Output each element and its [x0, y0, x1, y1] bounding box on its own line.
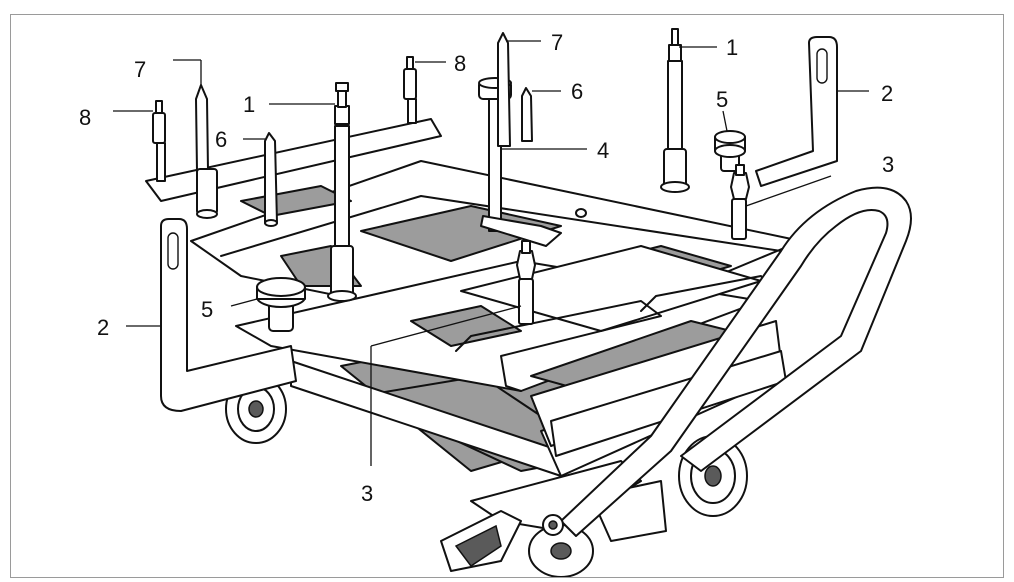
callout-6-left: 6 [215, 127, 227, 152]
pin-1-left [327, 82, 357, 302]
callout-7-right: 7 [551, 30, 563, 55]
pin-8-left [152, 100, 166, 182]
clamp-pin-3-right [730, 164, 750, 240]
clamp-pin-3-center [516, 240, 536, 325]
side-frame-left [160, 218, 297, 412]
callout-4: 4 [597, 138, 609, 163]
callout-6-right: 6 [571, 79, 583, 104]
push-handle [542, 186, 912, 537]
callout-3-bottom: 3 [361, 481, 373, 506]
trolley-diagram: 1 1 2 2 3 3 4 5 5 6 6 7 7 8 8 [79, 28, 912, 577]
wheel-front [528, 524, 594, 577]
knob-5-right [714, 130, 746, 172]
callout-5-right: 5 [716, 87, 728, 112]
pin-7-right [497, 32, 511, 147]
pin-6-left [264, 132, 278, 227]
pin-1-right [660, 28, 690, 193]
pin-7-left [195, 84, 218, 219]
side-frame-right [755, 36, 838, 187]
callout-5-left: 5 [201, 297, 213, 322]
callout-2-right: 2 [881, 81, 893, 106]
pin-8-right [403, 56, 417, 124]
callout-1-left: 1 [243, 92, 255, 117]
callout-7-left: 7 [134, 57, 146, 82]
callout-2-left: 2 [97, 315, 109, 340]
callout-labels: 1 1 2 2 3 3 4 5 5 6 6 7 7 8 8 [79, 30, 894, 506]
leader-lines [113, 40, 869, 466]
callout-8-left: 8 [79, 105, 91, 130]
callout-8-right: 8 [454, 51, 466, 76]
knob-5-left [256, 277, 306, 332]
callout-3-right: 3 [882, 152, 894, 177]
pin-6-right [521, 87, 533, 142]
callout-1-right: 1 [726, 35, 738, 60]
figure-frame: 1 1 2 2 3 3 4 5 5 6 6 7 7 8 8 [10, 14, 1004, 578]
